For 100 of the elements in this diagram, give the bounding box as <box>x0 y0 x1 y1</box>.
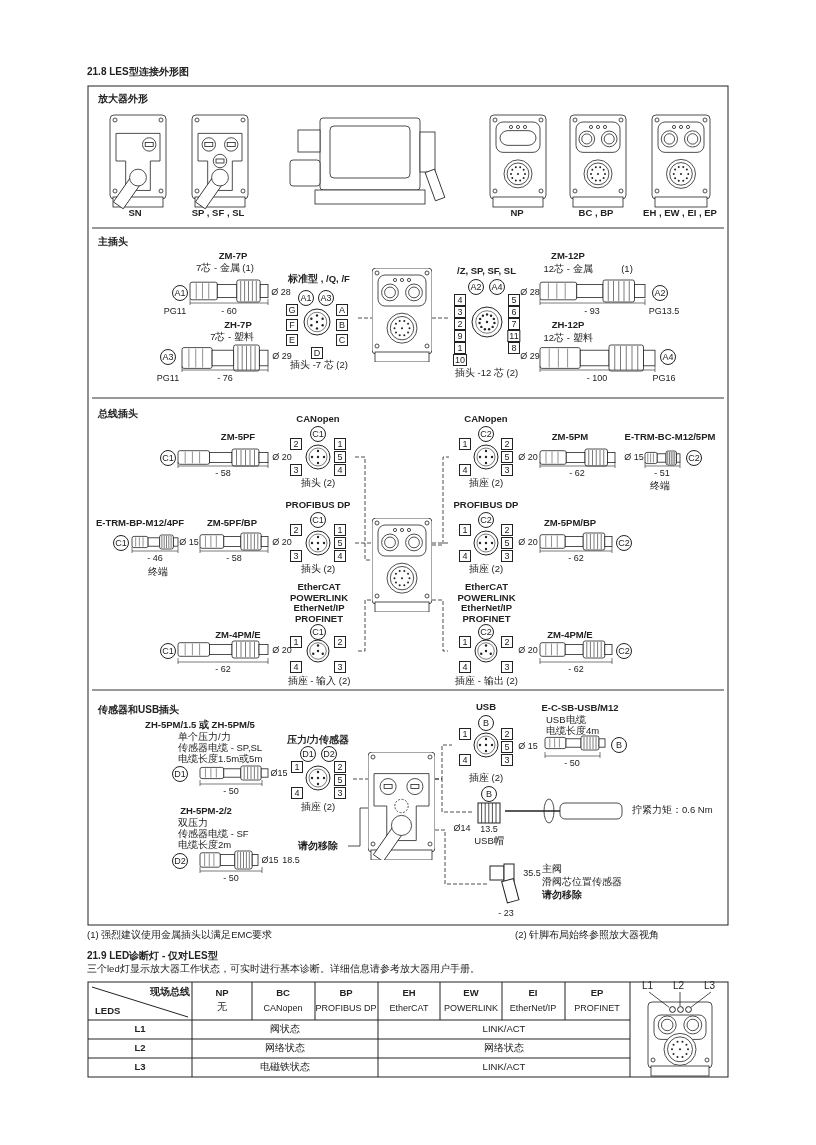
dimension-text: - 50 <box>223 786 239 797</box>
part-number: ZM-5PF <box>220 432 256 443</box>
pin-number: 4 <box>459 661 471 673</box>
description-text: 双压力 <box>178 818 208 828</box>
pin-number: 2 <box>501 728 513 740</box>
pin-number: 1 <box>459 438 471 450</box>
pin-number: 3 <box>454 306 466 318</box>
amplifier-drawing <box>372 268 432 362</box>
part-number: ZH-12P <box>551 320 585 331</box>
connector-title: 压力/力传感器 <box>286 735 350 746</box>
callout-letter: A4 <box>489 279 505 295</box>
connector-title: CANopen <box>464 414 508 425</box>
pin-number: 4 <box>454 294 466 306</box>
view-label: SP , SF , SL <box>191 208 245 219</box>
connector-line <box>354 456 373 561</box>
description-text: 7芯 - 金属 (1) <box>196 263 254 274</box>
description-text: 终端 <box>650 481 670 492</box>
pin-number: 3 <box>334 661 346 673</box>
description-text: 7芯 - 塑料 <box>210 332 254 343</box>
pin-number: 5 <box>501 741 513 753</box>
connector-title: PROFIBUS DP <box>285 500 351 511</box>
callout-letter: C1 <box>160 643 176 659</box>
part-number: ZM-5PM <box>551 432 589 443</box>
table-header: L1 <box>134 1024 146 1035</box>
pin-number: 4 <box>290 661 302 673</box>
section-heading: 总线插头 <box>98 408 138 420</box>
section-heading: 放大器外形 <box>98 93 148 105</box>
connector-line <box>434 829 489 885</box>
pin-number: 5 <box>508 294 520 306</box>
leader-line <box>347 807 369 847</box>
pin-number: 1 <box>290 636 302 648</box>
callout-letter: A3 <box>160 349 176 365</box>
note-text: 拧紧力矩：0.6 Nm <box>632 805 713 816</box>
dimension-text: Ø15 <box>261 855 279 866</box>
pin-number: G <box>286 304 298 316</box>
pin-number: E <box>286 334 298 346</box>
dimension-text: - 58 <box>215 468 231 479</box>
callout-letter: C2 <box>616 643 632 659</box>
connector-title: EtherCAT POWERLINK EtherNet/IP PROFINET <box>456 582 517 624</box>
table-header: EW <box>463 988 479 999</box>
pin-number: 5 <box>501 451 513 463</box>
dimension-text: Ø 28 <box>520 287 540 298</box>
connector-title: EtherCAT POWERLINK EtherNet/IP PROFINET <box>288 582 350 624</box>
dimension-text: - 62 <box>215 664 231 675</box>
dimension-text: - 23 <box>498 908 514 919</box>
callout-letter: C1 <box>310 624 326 640</box>
pin-number: 2 <box>501 438 513 450</box>
connector-caption: 插头 -7 芯 (2) <box>290 359 348 370</box>
dimension-text: Ø 29 <box>520 351 540 362</box>
amplifier-drawing <box>368 752 435 860</box>
pin-number: 1 <box>459 728 471 740</box>
pin-number: 4 <box>334 550 346 562</box>
table-cell: 网络状态 <box>484 1043 524 1054</box>
table-cell: POWERLINK <box>444 1003 498 1014</box>
view-label: NP <box>510 208 524 219</box>
callout-letter: C2 <box>616 535 632 551</box>
pin-number: 3 <box>501 550 513 562</box>
connector-caption: 插座 - 输出 (2) <box>455 675 518 686</box>
table-cell: 电磁铁状态 <box>260 1062 310 1073</box>
dimension-text: 13.5 <box>480 824 498 835</box>
part-number: E-C-SB-USB/M12 <box>541 703 619 714</box>
dimension-text: Ø15 <box>270 768 288 779</box>
pin-number: 2 <box>334 636 346 648</box>
description-text: 单个压力/力 <box>178 732 231 743</box>
table-cell: LINK/ACT <box>482 1024 526 1035</box>
callout-letter: D2 <box>321 746 337 762</box>
connector-line <box>434 778 473 813</box>
part-number: E-TRM-BP-M12/4PF <box>95 518 185 529</box>
part-number: ZM-4PM/E <box>547 630 593 641</box>
connector-line <box>354 542 373 544</box>
table-cell: PROFIBUS DP <box>315 1003 377 1014</box>
connector-caption: 插头 (2) <box>300 477 336 488</box>
callout-letter: B <box>611 737 627 753</box>
pin-number: 4 <box>459 550 471 562</box>
pin-number: 10 <box>453 354 467 366</box>
leader-line <box>679 991 681 1007</box>
view-label: BC , BP <box>578 208 614 219</box>
pin-number: F <box>286 319 298 331</box>
callout-letter: C1 <box>113 535 129 551</box>
description-text: 传感器电缆 - SF <box>178 829 249 840</box>
dimension-text: PG11 <box>163 306 187 317</box>
dimension-text: - 58 <box>226 553 242 564</box>
note-text: (2) 针脚布局始终参照放大器视角 <box>515 930 660 941</box>
table-cell: PROFINET <box>574 1003 620 1014</box>
note-text: 主阀 <box>542 864 562 875</box>
connector-line <box>352 778 369 780</box>
part-number: ZH-5PM-2/2 <box>180 806 232 817</box>
page-title: 21.8 LES型连接外形图 <box>87 66 189 78</box>
section-heading: 主插头 <box>98 236 128 248</box>
pin-number: 4 <box>459 754 471 766</box>
callout-letter: C2 <box>478 512 494 528</box>
callout-letter: B <box>481 786 497 802</box>
connector-caption: 插座 (2) <box>468 772 504 783</box>
connector-caption: 插座 (2) <box>468 563 504 574</box>
callout-letter: B <box>478 715 494 731</box>
connector-caption: 插座 - 输入 (2) <box>287 675 351 686</box>
pin-number: 11 <box>507 330 521 342</box>
led-label: L2 <box>673 980 685 992</box>
dimension-text: 35.5 <box>523 868 541 879</box>
description-text: (1) <box>621 264 633 275</box>
